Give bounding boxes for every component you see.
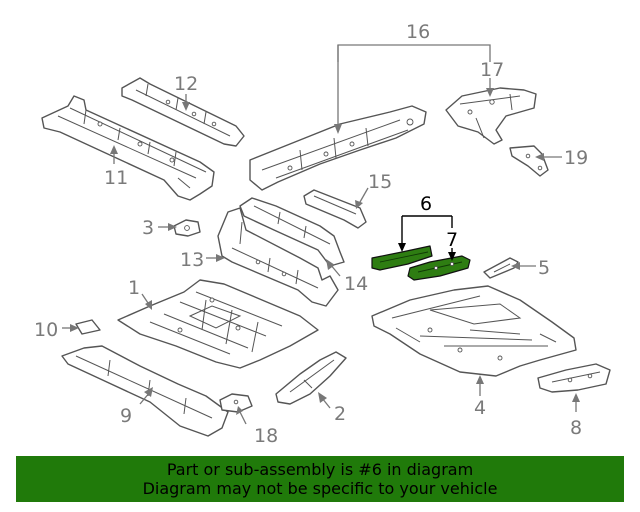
callout-4: 4: [474, 397, 486, 419]
part-6-highlighted[interactable]: [371, 245, 433, 271]
callout-15: 15: [368, 171, 392, 193]
callout-12: 12: [174, 73, 198, 95]
part-18-bracket: [219, 393, 253, 413]
callout-19: 19: [564, 147, 588, 169]
part-13-crossmember: [217, 207, 339, 307]
callout-18: 18: [254, 425, 278, 447]
callout-11: 11: [104, 167, 128, 189]
callout-17: 17: [480, 59, 504, 81]
callout-2: 2: [334, 403, 346, 425]
part-4-rear-floor: [371, 285, 577, 377]
part-9-sill: [61, 345, 229, 437]
part-12-reinforcement: [121, 77, 245, 147]
banner-line-2: Diagram may not be specific to your vehi…: [142, 479, 498, 498]
part-10-plate: [75, 319, 101, 335]
part-15-bracket: [303, 189, 367, 229]
parts-diagram: 16 17 12 11 19 15 6 7 3 13 14 5 1 10 9 1…: [34, 21, 611, 447]
banner-line-1: Part or sub-assembly is #6 in diagram: [166, 460, 474, 479]
callout-9: 9: [120, 405, 132, 427]
part-16-side-member: [249, 105, 427, 191]
part-2-bracket: [275, 351, 347, 405]
part-17-bracket: [445, 87, 537, 145]
part-5-bracket: [483, 257, 519, 279]
part-8-bracket: [537, 363, 611, 393]
callout-14: 14: [344, 273, 368, 295]
callout-1: 1: [128, 277, 140, 299]
callout-6: 6: [420, 193, 432, 215]
callout-5: 5: [538, 257, 550, 279]
callout-3: 3: [142, 217, 154, 239]
callout-7: 7: [446, 229, 458, 251]
part-11-crossmember: [41, 95, 215, 201]
part-19-bracket: [509, 145, 549, 177]
highlighted-leaders: [398, 215, 456, 261]
callout-8: 8: [570, 417, 582, 439]
callout-13: 13: [180, 249, 204, 271]
part-7-highlighted[interactable]: [407, 255, 471, 281]
callout-10: 10: [34, 319, 58, 341]
callout-16: 16: [406, 21, 430, 43]
part-1-floor-pan: [117, 279, 319, 369]
leader-lines: [62, 44, 580, 425]
part-14-crossmember: [239, 197, 345, 267]
info-banner: Part or sub-assembly is #6 in diagram Di…: [16, 456, 624, 502]
part-3-clip: [173, 219, 201, 237]
callout-labels: 16 17 12 11 19 15 6 7 3 13 14 5 1 10 9 1…: [34, 21, 588, 447]
